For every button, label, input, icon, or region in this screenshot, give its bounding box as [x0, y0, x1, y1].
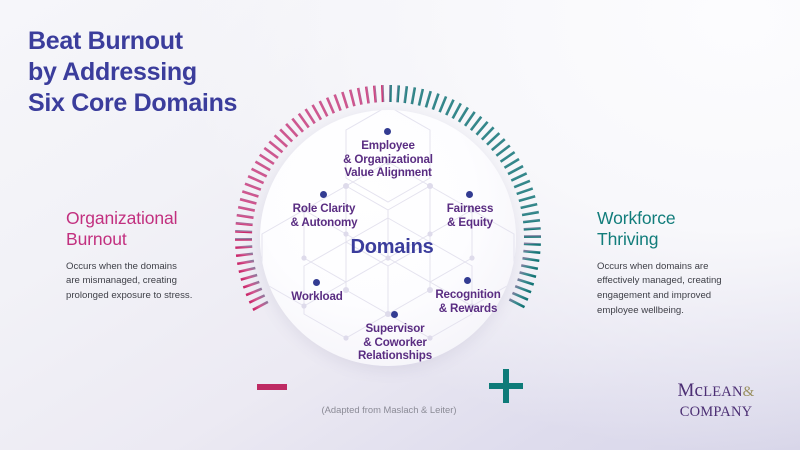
- logo-word-lean: LEAN: [703, 384, 743, 400]
- mclean-company-logo: McLEAN& COMPANY: [650, 380, 782, 421]
- domain-dot-recognition-rewards: [464, 277, 471, 284]
- domain-label-line: & Autonomy: [290, 215, 358, 229]
- workforce-thriving-heading: Workforce Thriving: [597, 208, 779, 251]
- domain-dot-employee-value-alignment: [384, 128, 391, 135]
- logo-line-2: COMPANY: [650, 401, 782, 421]
- body-line: Occurs when domains are: [597, 260, 709, 272]
- domain-label-fairness-equity: Fairness & Equity: [424, 202, 516, 229]
- heading-line: Burnout: [66, 229, 127, 250]
- domain-label-supervisor-coworker: Supervisor & Coworker Relationships: [330, 322, 460, 363]
- body-line: effectively managed, creating: [597, 275, 722, 287]
- domain-label-recognition-rewards: Recognition & Rewards: [416, 288, 520, 315]
- domain-label-line: Fairness: [446, 202, 494, 215]
- heading-line: Organizational: [66, 208, 178, 228]
- domain-label-line: Value Alignment: [344, 166, 432, 180]
- organizational-burnout-description: Occurs when the domains are mismanaged, …: [66, 260, 248, 304]
- gradient-tick-dial: [228, 78, 548, 398]
- domain-label-role-clarity-autonomy: Role Clarity & Autonomy: [272, 202, 376, 229]
- domain-label-line: Workload: [291, 290, 343, 303]
- logo-ampersand: &: [742, 384, 755, 400]
- plus-horizontal-bar: [489, 383, 523, 389]
- body-line: Occurs when the domains: [66, 260, 177, 272]
- minus-sign-icon: [257, 384, 287, 390]
- domain-dot-supervisor-coworker: [391, 311, 398, 318]
- organizational-burnout-heading: Organizational Burnout: [66, 208, 248, 251]
- domain-label-line: Relationships: [357, 349, 433, 363]
- logo-word-mc: Mc: [677, 380, 704, 401]
- domain-label-line: Supervisor: [365, 322, 425, 335]
- domain-dot-role-clarity-autonomy: [320, 191, 327, 198]
- center-label-domains: Domains: [350, 236, 434, 258]
- domains-disc: [260, 110, 516, 366]
- domain-label-line: & Equity: [447, 215, 493, 229]
- body-line: employee wellbeing.: [597, 304, 684, 316]
- heading-line: Workforce: [597, 208, 676, 228]
- workforce-thriving-panel: Workforce Thriving Occurs when domains a…: [597, 208, 779, 318]
- body-line: prolonged exposure to stress.: [66, 290, 193, 302]
- domain-dot-fairness-equity: [466, 191, 473, 198]
- domain-label-workload: Workload: [272, 290, 362, 304]
- title-line-2: by Addressing: [28, 58, 197, 86]
- domain-label-line: Employee: [361, 139, 415, 152]
- title-line-1: Beat Burnout: [28, 27, 183, 55]
- domain-label-line: & Rewards: [438, 301, 498, 315]
- page-title: Beat Burnout by Addressing Six Core Doma…: [28, 26, 358, 119]
- plus-sign-icon: [489, 369, 523, 403]
- domain-label-employee-value-alignment: Employee & Organizational Value Alignmen…: [318, 139, 458, 180]
- body-line: engagement and improved: [597, 290, 712, 302]
- logo-line-1: McLEAN&: [650, 380, 782, 401]
- domain-label-line: Role Clarity: [292, 202, 356, 215]
- domain-dot-workload: [313, 279, 320, 286]
- logo-word-company: COMPANY: [679, 404, 753, 421]
- domain-label-line: & Coworker: [363, 335, 427, 349]
- organizational-burnout-panel: Organizational Burnout Occurs when the d…: [66, 208, 248, 304]
- heading-line: Thriving: [597, 229, 659, 250]
- hex-network-pattern: [261, 110, 515, 341]
- source-caption: (Adapted from Maslach & Leiter): [321, 404, 457, 415]
- domain-label-line: & Organizational: [343, 152, 433, 166]
- body-line: are mismanaged, creating: [66, 275, 177, 287]
- domain-label-line: Recognition: [435, 288, 501, 301]
- title-line-3: Six Core Domains: [28, 89, 238, 117]
- workforce-thriving-description: Occurs when domains are effectively mana…: [597, 260, 779, 319]
